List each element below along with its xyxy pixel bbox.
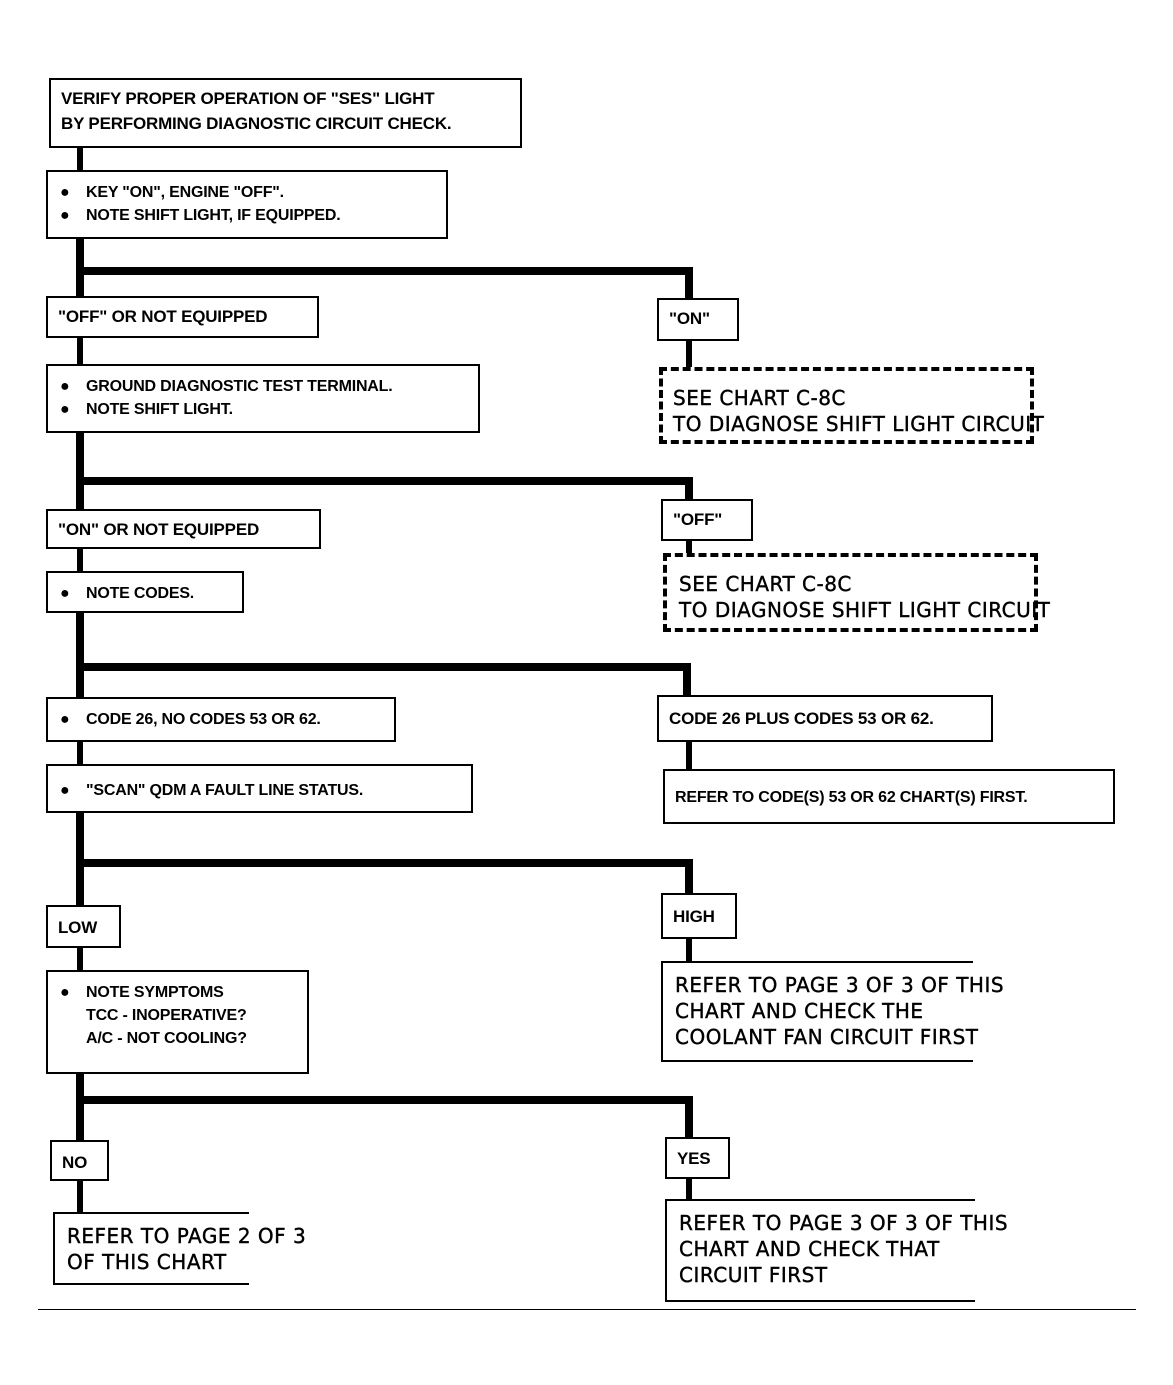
low-result-label: LOW bbox=[58, 918, 98, 937]
high-result-label: HIGH bbox=[673, 907, 715, 926]
see-chart-line-1: SEE CHART C-8C bbox=[679, 572, 852, 596]
refer-code-charts-label: REFER TO CODE(S) 53 OR 62 CHART(s) FIRST… bbox=[675, 789, 1028, 806]
bullet-text: NOTE SYMPTOMS bbox=[86, 984, 224, 1001]
see-chart-line-1: SEE CHART C-8C bbox=[673, 386, 846, 410]
off-result-label: "OFF" bbox=[673, 510, 723, 529]
refer-page-3-circuit-box: REFER TO PAGE 3 OF 3 OF THIS CHART AND C… bbox=[665, 1199, 1009, 1302]
refer-code-charts-box: REFER TO CODE(S) 53 OR 62 CHART(s) FIRST… bbox=[663, 769, 1115, 824]
note-symptoms-box: ● NOTE SYMPTOMS TCC - INOPERATIVE? A/C - … bbox=[46, 970, 309, 1074]
refer-page2-line-1: REFER TO PAGE 2 OF 3 bbox=[67, 1224, 307, 1248]
on-result-label: "ON" bbox=[669, 309, 710, 328]
on-result-box: "ON" bbox=[657, 298, 739, 341]
bullet-icon: ● bbox=[60, 378, 70, 395]
see-chart-line-2: TO DIAGNOSE SHIFT LIGHT CIRCUIT bbox=[679, 598, 1051, 622]
on-or-not-equipped-label: "ON" OR NOT EQUIPPED bbox=[58, 520, 260, 539]
no-result-box: NO bbox=[50, 1140, 109, 1181]
yes-result-box: YES bbox=[665, 1137, 730, 1179]
verify-line-1: VERIFY PROPER OPERATION OF "SES" LIGHT bbox=[61, 89, 435, 108]
off-or-not-equipped-box: "OFF" OR NOT EQUIPPED bbox=[46, 296, 319, 338]
refer-page3-circuit-line-2: CHART AND CHECK THAT bbox=[679, 1237, 940, 1261]
bullet-text: CODE 26, NO CODES 53 OR 62. bbox=[86, 711, 321, 728]
code-26-plus-label: CODE 26 PLUS CODES 53 OR 62. bbox=[669, 709, 934, 728]
code-26-no-codes-box: ● CODE 26, NO CODES 53 OR 62. bbox=[46, 697, 396, 742]
bottom-rule bbox=[38, 1309, 1136, 1310]
verify-ses-light-box: VERIFY PROPER OPERATION OF "SES" LIGHT B… bbox=[49, 78, 522, 148]
bullet-item: ● NOTE SHIFT LIGHT, IF EQUIPPED. bbox=[60, 204, 436, 227]
yes-result-label: YES bbox=[677, 1149, 711, 1168]
bullet-text: GROUND DIAGNOSTIC TEST TERMINAL. bbox=[86, 378, 393, 395]
refer-page3-circuit-line-1: REFER TO PAGE 3 OF 3 OF THIS bbox=[679, 1211, 1009, 1235]
low-result-box: LOW bbox=[46, 905, 121, 948]
bullet-item: ● KEY "ON", ENGINE "OFF". bbox=[60, 181, 436, 204]
bullet-item: ● NOTE CODES. bbox=[60, 582, 232, 605]
bullet-item: ● NOTE SHIFT LIGHT. bbox=[60, 398, 468, 421]
ground-diagnostic-terminal-box: ● GROUND DIAGNOSTIC TEST TERMINAL. ● NOTE … bbox=[46, 364, 480, 433]
refer-page3-fan-line-1: REFER TO PAGE 3 OF 3 OF THIS bbox=[675, 973, 1005, 997]
code-26-plus-codes-box: CODE 26 PLUS CODES 53 OR 62. bbox=[657, 695, 993, 742]
bullet-text: NOTE SHIFT LIGHT. bbox=[86, 401, 233, 419]
bullet-item: ● NOTE SYMPTOMS bbox=[60, 981, 297, 1004]
note-codes-box: ● NOTE CODES. bbox=[46, 571, 244, 613]
bullet-item: ● CODE 26, NO CODES 53 OR 62. bbox=[60, 708, 384, 731]
off-or-not-equipped-label: "OFF" OR NOT EQUIPPED bbox=[58, 307, 268, 326]
refer-page-2-box: REFER TO PAGE 2 OF 3 OF THIS CHART bbox=[53, 1212, 307, 1285]
bullet-icon: ● bbox=[60, 401, 70, 419]
verify-line-2: BY PERFORMING DIAGNOSTIC CIRCUIT CHECK. bbox=[61, 113, 452, 133]
refer-page3-circuit-line-3: CIRCUIT FIRST bbox=[679, 1263, 828, 1287]
key-on-engine-off-box: ● KEY "ON", ENGINE "OFF". ● NOTE SHIFT LIG… bbox=[46, 170, 448, 239]
see-chart-c8c-box-2: SEE CHART C-8C TO DIAGNOSE SHIFT LIGHT C… bbox=[663, 553, 1051, 632]
bullet-icon: ● bbox=[60, 984, 70, 1001]
scan-qdm-fault-line-box: ● "SCAN" QDM A FAULT LINE STATUS. bbox=[46, 764, 473, 813]
refer-page2-line-2: OF THIS CHART bbox=[67, 1250, 227, 1274]
no-result-label: NO bbox=[62, 1153, 88, 1172]
refer-page3-fan-line-2: CHART AND CHECK THE bbox=[675, 999, 924, 1023]
symptom-ac: A/C - NOT COOLING? bbox=[86, 1030, 247, 1048]
bullet-text: NOTE CODES. bbox=[86, 585, 195, 602]
bullet-icon: ● bbox=[60, 585, 70, 602]
see-chart-c8c-box-1: SEE CHART C-8C TO DIAGNOSE SHIFT LIGHT C… bbox=[659, 367, 1045, 444]
bullet-icon: ● bbox=[60, 184, 70, 201]
high-result-box: HIGH bbox=[661, 893, 737, 939]
bullet-item: ● "SCAN" QDM A FAULT LINE STATUS. bbox=[60, 779, 461, 802]
refer-page-3-coolant-fan-box: REFER TO PAGE 3 OF 3 OF THIS CHART AND C… bbox=[661, 961, 1005, 1062]
refer-page3-fan-line-3: COOLANT FAN CIRCUIT FIRST bbox=[675, 1025, 979, 1049]
symptom-tcc: TCC - INOPERATIVE? bbox=[86, 1007, 247, 1025]
bullet-text: KEY "ON", ENGINE "OFF". bbox=[86, 184, 284, 201]
off-result-box: "OFF" bbox=[661, 499, 753, 541]
bullet-icon: ● bbox=[60, 207, 70, 225]
on-or-not-equipped-box: "ON" OR NOT EQUIPPED bbox=[46, 509, 321, 549]
bullet-icon: ● bbox=[60, 711, 70, 728]
bullet-text: "SCAN" QDM A FAULT LINE STATUS. bbox=[86, 782, 364, 799]
bullet-icon: ● bbox=[60, 782, 70, 799]
see-chart-line-2: TO DIAGNOSE SHIFT LIGHT CIRCUIT bbox=[673, 412, 1045, 436]
bullet-text: NOTE SHIFT LIGHT, IF EQUIPPED. bbox=[86, 207, 341, 225]
bullet-item: ● GROUND DIAGNOSTIC TEST TERMINAL. bbox=[60, 375, 468, 398]
